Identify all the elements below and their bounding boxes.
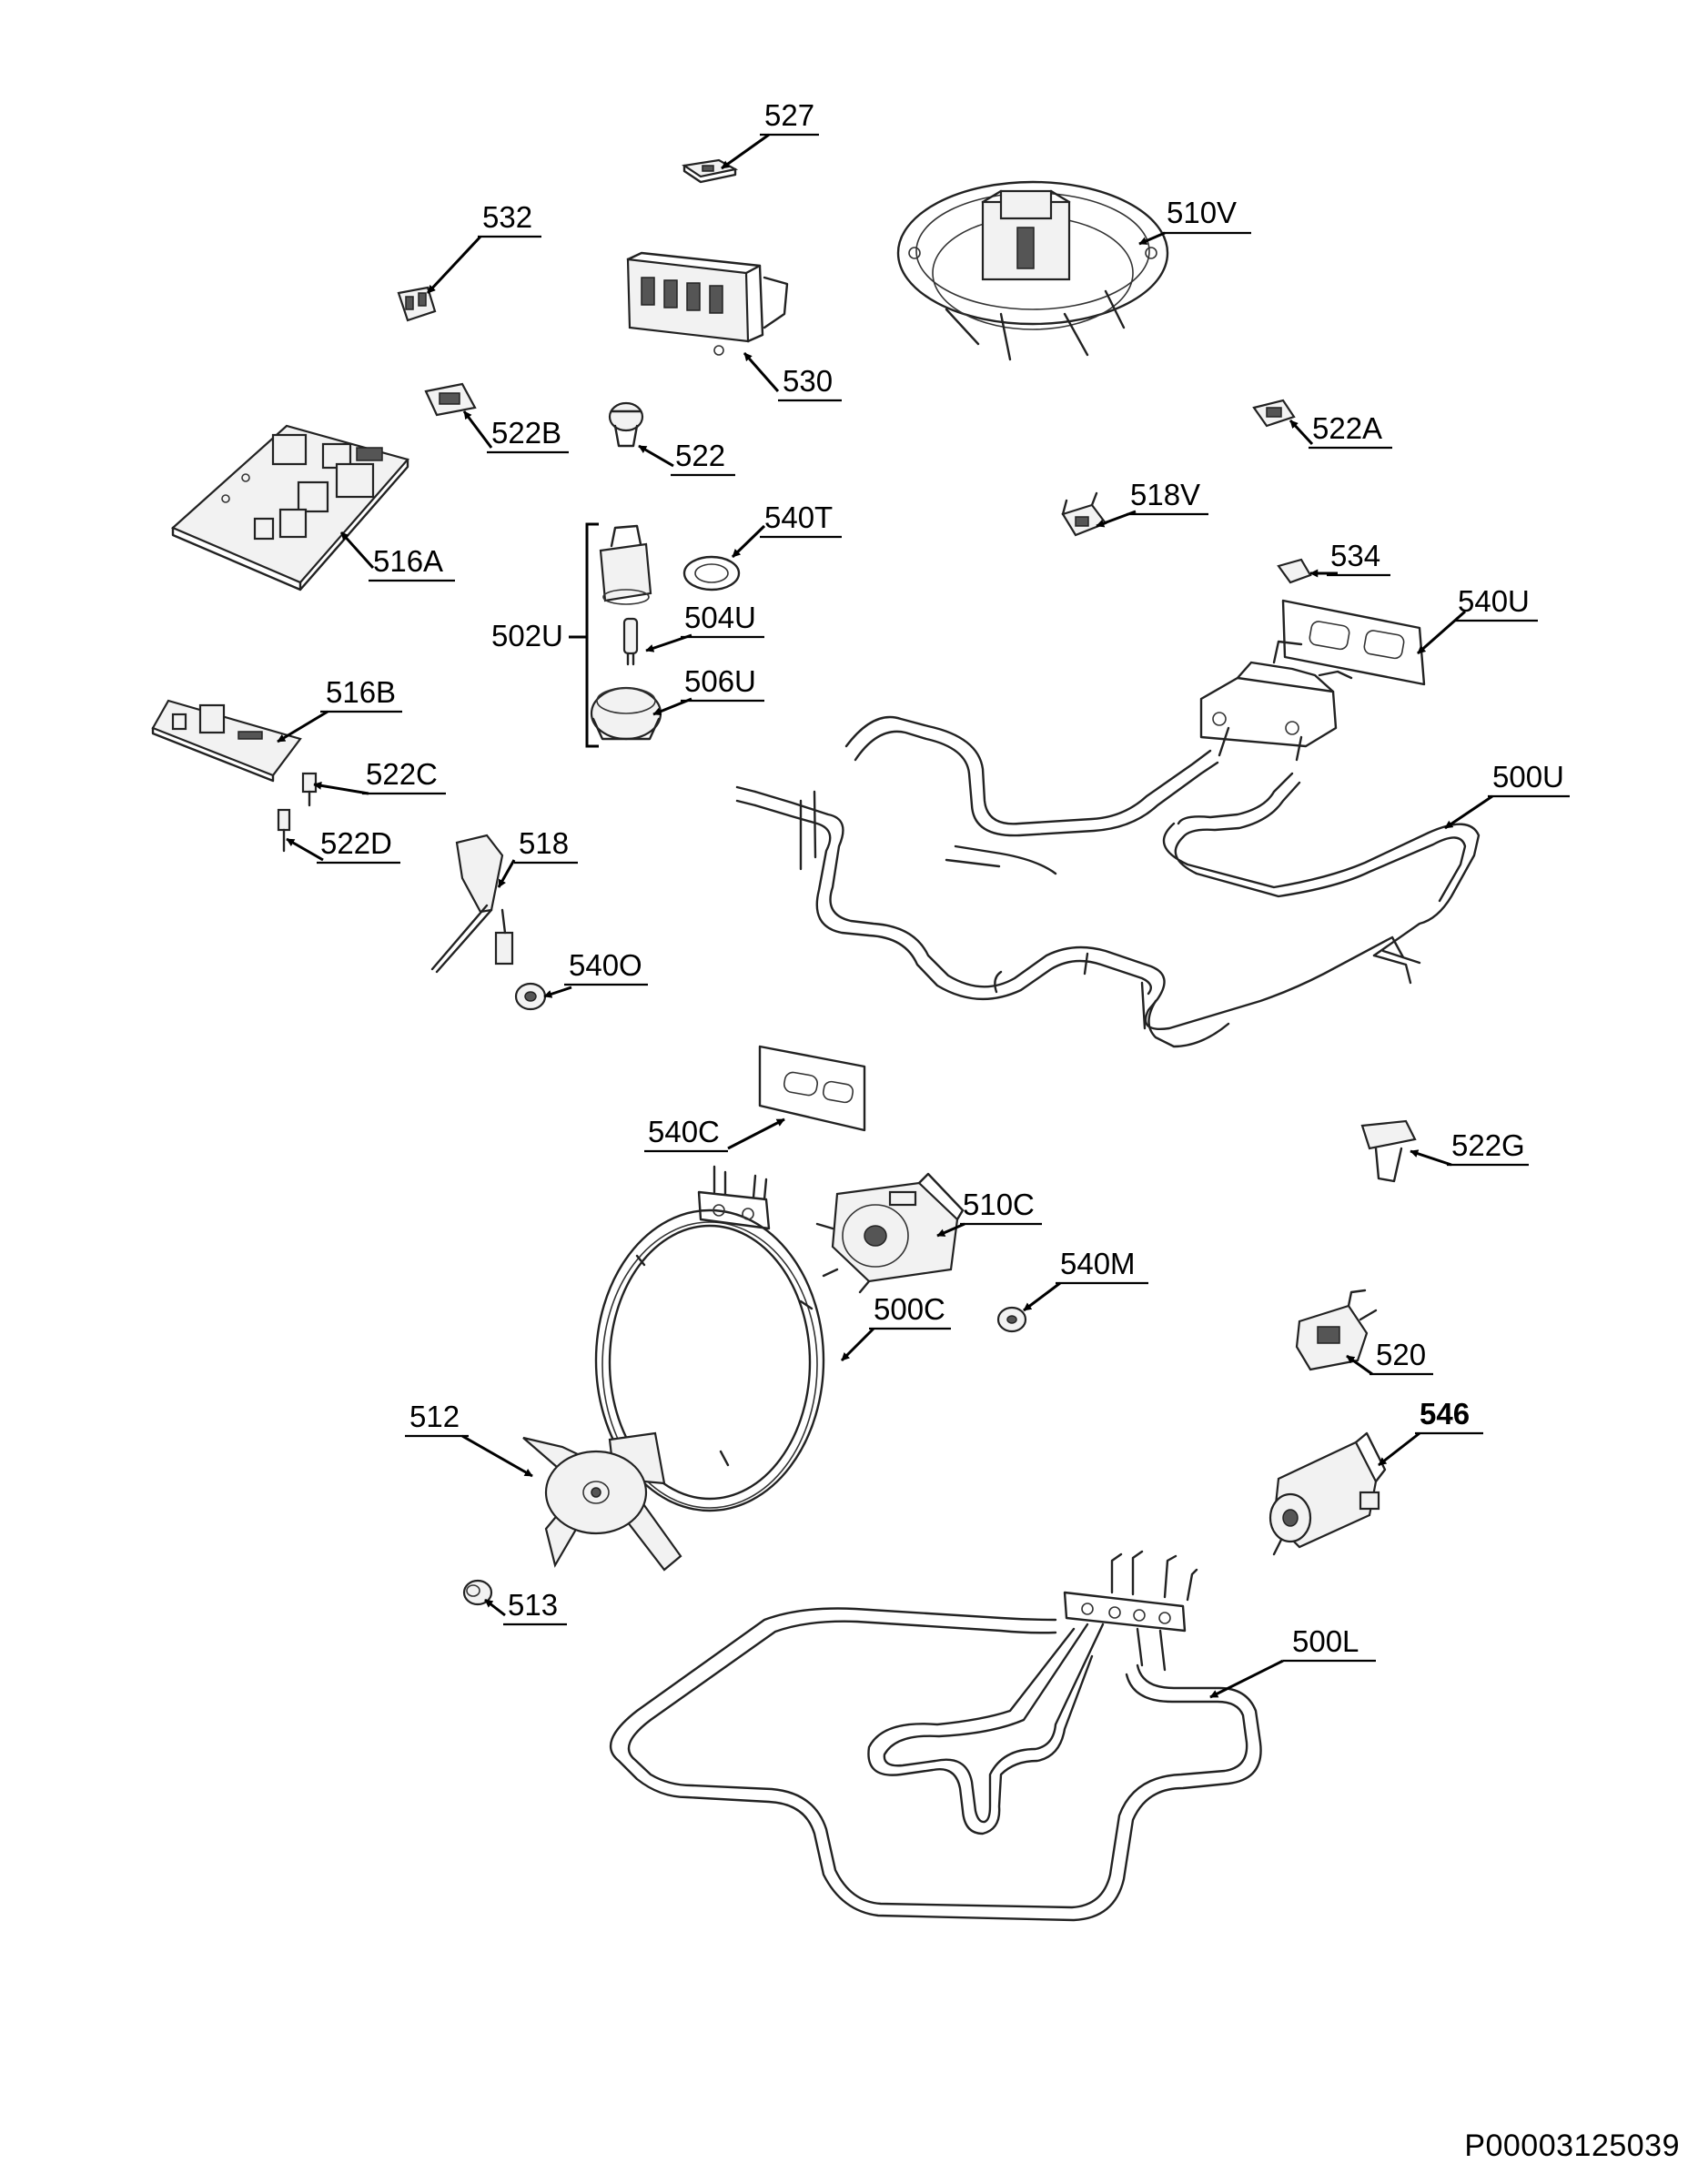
svg-text:546: 546 (1420, 1397, 1470, 1431)
part-532-terminal-block (397, 286, 437, 322)
label-510V: 510V (1163, 196, 1251, 235)
label-522B: 522B (487, 416, 569, 454)
part-522A-clip (1252, 399, 1296, 428)
part-500C-ring-element (594, 1165, 825, 1512)
part-500U-grill-element (735, 640, 1481, 1048)
part-530-terminal-board (626, 251, 789, 356)
part-506U-lamp-cover (590, 686, 662, 741)
label-518: 518 (514, 826, 578, 864)
label-540C: 540C (644, 1115, 728, 1153)
part-518-probe (430, 834, 514, 974)
label-506U: 506U (681, 664, 764, 703)
part-522D-sensor (277, 808, 291, 853)
svg-text:500C: 500C (874, 1292, 945, 1326)
svg-text:522C: 522C (366, 757, 438, 791)
part-540M-grommet (996, 1306, 1027, 1333)
part-510C-fan-motor (815, 1172, 965, 1294)
svg-text:502U: 502U (491, 619, 563, 652)
svg-text:516B: 516B (326, 675, 396, 709)
label-522D: 522D (317, 826, 400, 864)
svg-text:500L: 500L (1292, 1624, 1359, 1658)
svg-text:527: 527 (764, 98, 814, 132)
part-522B-holder (424, 382, 477, 417)
part-502U-bracket (569, 522, 599, 748)
part-540U-gasket (1281, 599, 1426, 686)
label-522A: 522A (1309, 411, 1392, 450)
svg-text:522: 522 (675, 439, 725, 472)
part-518V-sensor (1061, 491, 1107, 537)
part-516A-control-board (170, 424, 409, 592)
label-532: 532 (478, 200, 541, 238)
svg-text:510V: 510V (1167, 196, 1237, 229)
part-540C-gasket (758, 1045, 866, 1132)
part-502U-lamp-socket (599, 524, 652, 605)
svg-text:513: 513 (508, 1588, 558, 1622)
part-512-fan-blade (522, 1431, 682, 1572)
label-504U: 504U (681, 601, 764, 639)
svg-text:532: 532 (482, 200, 532, 234)
svg-text:522B: 522B (491, 416, 561, 450)
label-520: 520 (1370, 1338, 1433, 1376)
label-540T: 540T (760, 500, 842, 539)
label-530: 530 (778, 364, 842, 402)
part-500L-bottom-element (609, 1550, 1262, 1922)
svg-text:512: 512 (409, 1400, 460, 1433)
svg-text:530: 530 (783, 364, 833, 398)
label-540O: 540O (564, 948, 648, 986)
svg-text:522A: 522A (1312, 411, 1382, 445)
part-510V-cooling-fan (896, 180, 1169, 361)
svg-text:520: 520 (1376, 1338, 1426, 1371)
label-502U: 502U (491, 619, 563, 652)
svg-text:500U: 500U (1492, 760, 1564, 794)
part-534-plug (1277, 558, 1312, 584)
label-518V: 518V (1127, 478, 1208, 516)
document-code: P00003125039 (1464, 2128, 1680, 2163)
label-534: 534 (1327, 539, 1390, 577)
svg-text:516A: 516A (373, 544, 443, 578)
svg-text:522D: 522D (320, 826, 392, 860)
label-540M: 540M (1056, 1247, 1148, 1285)
part-labels: 527 532 510V 530 522B 522 522A 516A 540T… (317, 98, 1570, 1663)
label-522C: 522C (362, 757, 446, 795)
part-522G-clip (1360, 1119, 1417, 1183)
part-513-nut (462, 1579, 493, 1606)
label-527: 527 (760, 98, 819, 136)
svg-text:540C: 540C (648, 1115, 720, 1148)
svg-text:510C: 510C (963, 1188, 1035, 1221)
label-522G: 522G (1447, 1128, 1529, 1167)
svg-text:540U: 540U (1458, 584, 1530, 618)
svg-text:518: 518 (519, 826, 569, 860)
label-522: 522 (671, 439, 735, 477)
svg-text:540M: 540M (1060, 1247, 1136, 1280)
label-500C: 500C (869, 1292, 951, 1330)
part-540O-grommet (514, 982, 547, 1011)
label-540U: 540U (1454, 584, 1538, 622)
label-516B: 516B (320, 675, 402, 713)
svg-text:504U: 504U (684, 601, 756, 634)
part-546-component (1268, 1431, 1387, 1556)
svg-text:518V: 518V (1130, 478, 1200, 511)
svg-text:522G: 522G (1451, 1128, 1525, 1162)
part-504U-bulb (622, 617, 639, 666)
svg-text:540T: 540T (764, 500, 833, 534)
part-516B-board (151, 699, 302, 783)
label-516A: 516A (369, 544, 455, 582)
label-510C: 510C (960, 1188, 1042, 1226)
label-500U: 500U (1488, 760, 1570, 798)
part-520-door-switch (1295, 1289, 1378, 1371)
svg-text:534: 534 (1330, 539, 1380, 572)
part-522C-sensor (301, 772, 318, 807)
part-522-thermostat (608, 401, 644, 448)
part-540T-gasket (682, 555, 741, 592)
label-512: 512 (405, 1400, 469, 1438)
svg-text:540O: 540O (569, 948, 642, 982)
label-546: 546 (1415, 1397, 1483, 1435)
label-513: 513 (503, 1588, 567, 1626)
svg-text:506U: 506U (684, 664, 756, 698)
label-500L: 500L (1283, 1624, 1376, 1663)
